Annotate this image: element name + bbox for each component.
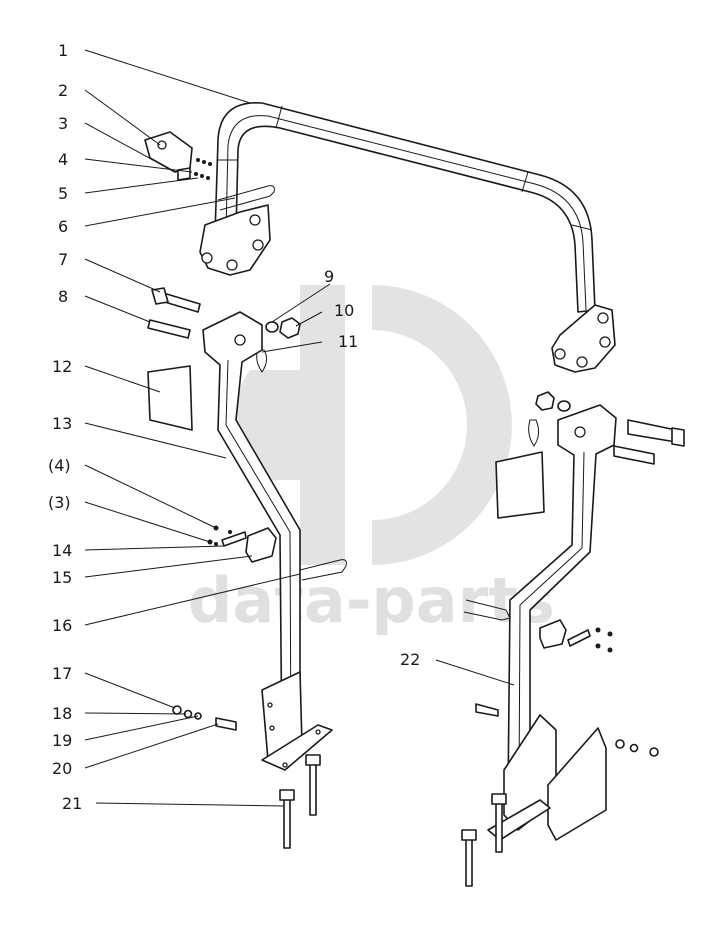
callout-10: 10 <box>334 301 354 320</box>
u-pin-upper <box>217 185 275 211</box>
callout-5: 5 <box>58 184 68 203</box>
right-upright-post <box>487 404 617 841</box>
callout-7: 7 <box>58 250 68 269</box>
callout-19: 19 <box>52 731 72 750</box>
long-bolts-left <box>279 754 321 849</box>
left-side-hardware <box>207 525 347 581</box>
left-upright-post <box>202 311 333 771</box>
callout-4-ref: (4) <box>48 456 71 475</box>
callout-11: 11 <box>338 332 358 351</box>
callout-18: 18 <box>52 704 72 723</box>
top-bow-frame <box>199 102 616 373</box>
right-side-hardware <box>475 619 659 757</box>
callout-labels: 1 2 3 4 5 6 7 8 9 10 11 12 13 (4) (3) 14… <box>48 41 420 813</box>
callout-12: 12 <box>52 357 72 376</box>
callout-13: 13 <box>52 414 72 433</box>
guard-plate-left <box>147 365 193 431</box>
watermark-text: data-parts <box>188 564 555 637</box>
long-bolts-right <box>461 793 507 887</box>
leader-lines <box>84 49 515 807</box>
callout-9: 9 <box>324 267 334 286</box>
callout-2: 2 <box>58 81 68 100</box>
guard-plate-right <box>495 451 545 519</box>
callout-4: 4 <box>58 150 68 169</box>
callout-20: 20 <box>52 759 72 778</box>
callout-15: 15 <box>52 568 72 587</box>
u-pin-right <box>463 599 511 621</box>
callout-16: 16 <box>52 616 72 635</box>
bracket-hardware <box>194 158 212 180</box>
callout-22: 22 <box>400 650 420 669</box>
callout-17: 17 <box>52 664 72 683</box>
pins-left <box>147 287 201 339</box>
washer-nut-clip <box>256 317 301 373</box>
bolt-set-left <box>172 705 237 731</box>
watermark: data-parts <box>188 285 555 637</box>
callout-1: 1 <box>58 41 68 60</box>
callout-3: 3 <box>58 114 68 133</box>
callout-14: 14 <box>52 541 72 560</box>
callout-21: 21 <box>62 794 82 813</box>
callout-3-ref: (3) <box>48 493 71 512</box>
watermark-logo <box>232 285 512 565</box>
callout-6: 6 <box>58 217 68 236</box>
callout-8: 8 <box>58 287 68 306</box>
right-top-hardware <box>528 391 685 465</box>
